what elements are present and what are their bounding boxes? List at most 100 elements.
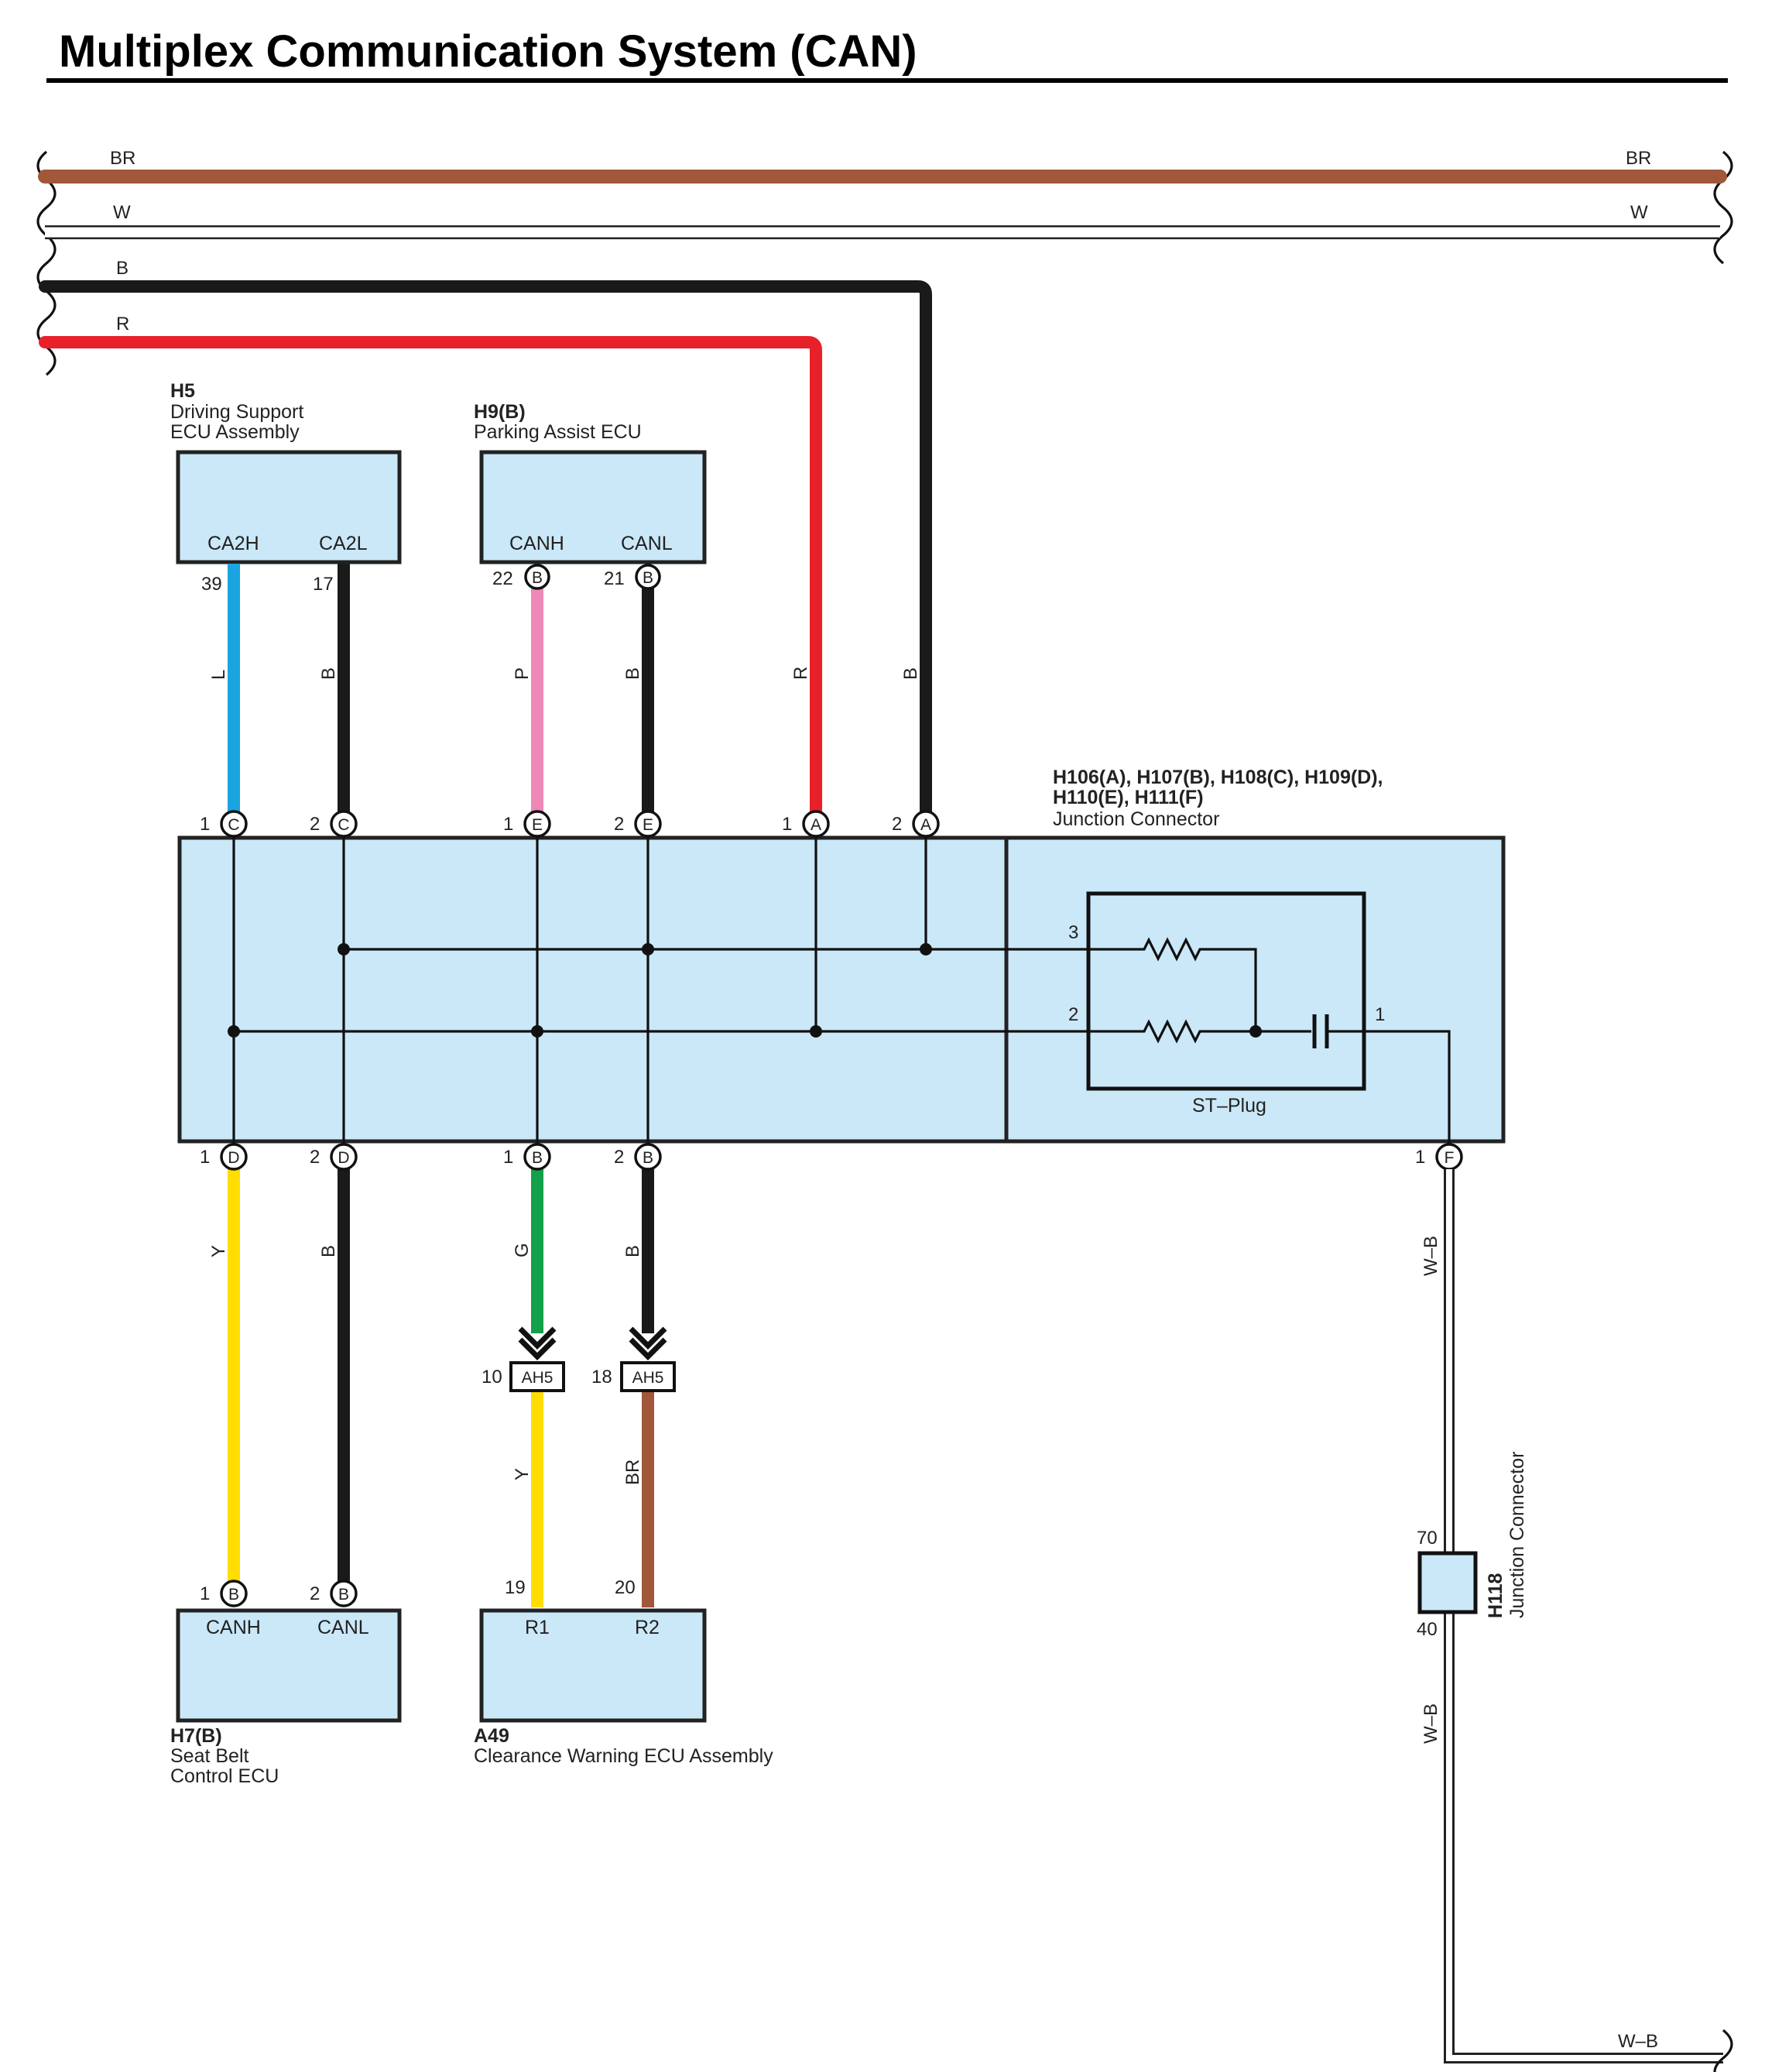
jc-top-num: 1 [503,814,513,835]
wire-br-label-left: BR [110,148,135,169]
jc-top-num: 2 [614,814,624,835]
a49-name: Clearance Warning ECU Assembly [474,1745,773,1767]
h5-pin-label-ca2l: CA2L [319,533,368,554]
h7-pin-circle-1-letter: B [228,1586,239,1604]
a49-pin-label-r2: R2 [635,1617,660,1638]
jc-bottom-circle [330,1143,358,1171]
wire-b-h5-label: B [318,667,339,680]
wire-br-ah5-label: BR [622,1460,643,1485]
junction-box [177,835,1506,1144]
h9-pin-circles: B B [524,564,661,590]
component-h7: 1 B 2 B CANH CANL H7(B) Seat Belt Contro… [170,1580,402,1787]
st-plug: 3 2 1 ST–Plug [1068,891,1451,1144]
wire-br-label-right: BR [1626,148,1651,169]
ah5-connectors: AH5 AH5 10 18 [482,1326,676,1392]
component-h9: H9(B) Parking Assist ECU CANH CANL 22 21 [474,401,707,589]
wire-w-label-left: W [113,202,131,223]
jc-bottom-circle [220,1143,248,1171]
h7-box [176,1608,402,1723]
h118-name: Junction Connector [1506,1452,1528,1618]
h5-name-line2: ECU Assembly [170,421,300,443]
wb-wire: W–B W–B W–B [1421,1169,1733,2072]
component-h5: H5 Driving Support ECU Assembly CA2H CA2… [170,380,402,595]
splice-dot [338,943,350,955]
junction-bottom-pins: 1 D 2 D 1 B 2 B 1 F [200,1143,1463,1171]
wire-wb [1446,1169,1723,2061]
resistor-upper [1088,937,1257,1031]
wire-y-ah5-label: Y [512,1468,533,1480]
st-plug-pin-1: 1 [1375,1004,1385,1025]
h5-pin-17: 17 [313,574,334,595]
jc-bottom-num: 2 [310,1147,320,1168]
break-mark-right [1713,150,1733,265]
wire-b-label-vertical: B [900,667,921,680]
break-mark-bottom [1713,2029,1733,2072]
h7-pin-label-canl: CANL [317,1617,369,1638]
jc-top-letter: C [338,816,349,834]
st-plug-node [1249,1025,1262,1038]
junction-name: Junction Connector [1053,808,1219,830]
ah5-arrow-18 [629,1326,667,1360]
h7-name-line2: Control ECU [170,1765,279,1787]
h9-pin-21: 21 [604,568,625,589]
resistor-lower [1088,1019,1311,1044]
junction-connector: H106(A), H107(B), H108(C), H109(D), H110… [177,767,1506,1144]
jc-top-letter: E [643,816,653,834]
wire-b-h9-label: B [622,667,643,680]
upper-wires: L B P B R B [208,564,921,811]
jc-top-letter: A [811,816,821,834]
jc-top-letter: A [920,816,931,834]
top-bus: BR BR W W B R [36,148,1733,825]
wire-b-d-label: B [318,1245,339,1257]
a49-id: A49 [474,1725,509,1747]
splice-dot [228,1025,240,1038]
jc-bottom-num: 1 [200,1147,210,1168]
h7-pin-circle-1 [220,1580,248,1607]
a49-pin-19: 19 [505,1577,526,1598]
ah5-label-18: AH5 [632,1369,664,1387]
ah5-label-10: AH5 [522,1369,553,1387]
wire-w-label-right: W [1630,202,1648,223]
jc-top-num: 2 [892,814,902,835]
jc-bottom-letter: B [532,1149,543,1167]
jc-bottom-circle [523,1143,551,1171]
h7-pin-circle-2 [330,1580,358,1607]
wire-r-top [39,336,822,825]
ah5-box-10 [509,1361,565,1392]
wire-r-label: R [116,314,129,334]
h5-box [176,450,402,564]
a49-pin-20: 20 [615,1577,636,1598]
jc-top-circle [330,810,358,838]
jc-top-circle [634,810,662,838]
wire-wb-label-upper: W–B [1421,1236,1441,1276]
h9-pin-label-canh: CANH [509,533,564,554]
splice-dot [642,943,654,955]
h9-pin-circle-22 [524,564,550,590]
wire-b-label: B [116,258,129,279]
h5-pin-label-ca2h: CA2H [207,533,259,554]
st-plug-name: ST–Plug [1192,1095,1266,1117]
ah5-box-18 [620,1361,676,1392]
wire-y-d-label: Y [208,1245,229,1257]
jc-top-letter: E [532,816,543,834]
wire-r-label-vertical: R [790,667,811,680]
st-plug-out [1327,1030,1451,1144]
jc-top-letter: C [228,816,239,834]
component-h118: 70 40 H118 Junction Connector [1417,1452,1528,1640]
jc-bottom-letter: D [338,1149,349,1167]
junction-ids-line1: H106(A), H107(B), H108(C), H109(D), [1053,767,1383,788]
jc-bottom-letter: B [643,1149,653,1167]
jc-top-circle [912,810,940,838]
h5-id: H5 [170,380,195,402]
h7-pin-circle-2-letter: B [338,1586,349,1604]
h118-pin-40: 40 [1417,1619,1438,1640]
st-plug-pin-3: 3 [1068,922,1078,943]
h118-pin-70: 70 [1417,1528,1438,1549]
jc-bottom-num: 1 [503,1147,513,1168]
st-plug-pin-2: 2 [1068,1004,1078,1025]
jc-bottom-circle [634,1143,662,1171]
jc-top-circle [220,810,248,838]
wire-wb-label-lower: W–B [1421,1703,1441,1744]
jc-top-num: 2 [310,814,320,835]
h7-pin-label-canh: CANH [206,1617,261,1638]
